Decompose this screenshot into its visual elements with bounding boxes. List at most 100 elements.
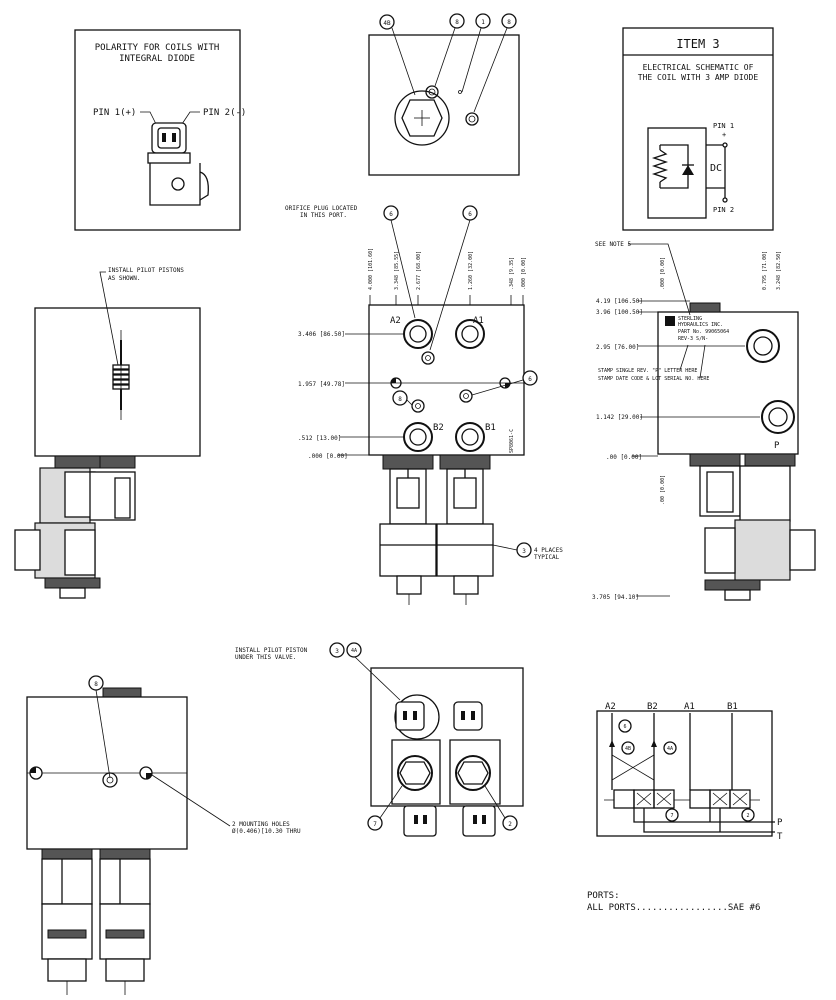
item3-subtitle-1: ELECTRICAL SCHEMATIC OF — [643, 63, 754, 72]
svg-text:STERLING: STERLING — [678, 316, 702, 322]
schem-a1: A1 — [684, 702, 695, 712]
orifice-note-2: IN THIS PORT. — [300, 212, 347, 219]
coil-symbol-frame — [647, 127, 707, 219]
svg-text:4A: 4A — [667, 746, 673, 752]
callout-4b-top — [379, 14, 395, 30]
port-label-a2: A2 — [390, 316, 401, 326]
see-note-5: SEE NOTE 5 — [595, 241, 632, 248]
port-label-a1: A1 — [473, 316, 484, 326]
four-places-2: TYPICAL — [534, 554, 560, 561]
item3-plus: + — [722, 131, 726, 139]
svg-text:3: 3 — [335, 648, 339, 655]
pilot-view-body — [370, 667, 524, 807]
svg-text:6: 6 — [528, 376, 532, 383]
top-plug-small — [425, 85, 439, 99]
svg-text:4B: 4B — [383, 20, 391, 27]
bottom-view: 8 2 MOUNTING HOLES Ø(0.406)[10.30 THRU — [26, 675, 301, 995]
svg-text:1: 1 — [481, 19, 485, 26]
svg-text:.000 [0.00]: .000 [0.00] — [660, 257, 666, 290]
ports-note-2: ALL PORTS.................SAE #6 — [587, 903, 760, 913]
left-view-body — [34, 307, 201, 457]
port-p-label: P — [774, 441, 780, 451]
item3-subtitle-2: THE COIL WITH 3 AMP DIODE — [638, 73, 759, 82]
pin1-leader — [140, 111, 157, 125]
svg-text:8: 8 — [398, 396, 402, 403]
hydraulic-schematic: A2 B2 A1 B1 6 4B 4A 7 2 P T — [596, 702, 783, 842]
valve-cartridges — [379, 454, 494, 605]
svg-text:3.248 [82.50]: 3.248 [82.50] — [776, 251, 782, 290]
connector-left — [395, 701, 425, 731]
port-b2 — [403, 422, 433, 452]
orifice-note-1: ORIFICE PLUG LOCATED — [285, 205, 358, 212]
schem-b2: B2 — [647, 702, 658, 712]
svg-text:1.260 [32.00]: 1.260 [32.00] — [468, 251, 474, 290]
port-b1 — [455, 422, 485, 452]
right-side-view: SEE NOTE 5 .000 [0.00] 0.795 [71.00] 3.2… — [592, 241, 816, 601]
svg-text:8: 8 — [507, 19, 511, 26]
coil-resistor-icon — [651, 149, 669, 183]
ports-note: PORTS: ALL PORTS.................SAE #6 — [587, 891, 760, 913]
callout-8-top — [449, 13, 465, 29]
front-view: ORIFICE PLUG LOCATED IN THIS PORT. 6 6 4… — [285, 205, 563, 605]
pilot-port-left — [397, 755, 433, 791]
ports-note-1: PORTS: — [587, 891, 620, 901]
svg-text:8: 8 — [94, 681, 98, 688]
side-port-upper — [746, 329, 780, 363]
left-side-view: INSTALL PILOT PISTONS AS SHOWN. — [14, 267, 201, 599]
pilot-piston-icon — [112, 340, 130, 410]
svg-text:.512 [13.00]: .512 [13.00] — [298, 435, 341, 442]
schem-b1: B1 — [727, 702, 738, 712]
svg-text:2.95 [76.00]: 2.95 [76.00] — [596, 344, 639, 351]
callout-8-front — [392, 390, 408, 406]
schem-callout-4a — [663, 741, 677, 755]
svg-text:0.795 [71.00]: 0.795 [71.00] — [762, 251, 768, 290]
svg-text:.00 [0.00]: .00 [0.00] — [606, 454, 642, 461]
item3-title: ITEM 3 — [676, 37, 719, 51]
callout-4a-bottom — [346, 642, 362, 658]
svg-text:.00 [0.00]: .00 [0.00] — [660, 475, 666, 505]
schem-callout-6 — [618, 719, 632, 733]
item3-schematic: ITEM 3 ELECTRICAL SCHEMATIC OF THE COIL … — [622, 27, 774, 231]
callout-3-bottom — [329, 642, 345, 658]
svg-text:3.96 [100.50]: 3.96 [100.50] — [596, 309, 643, 316]
svg-text:2.677 [68.00]: 2.677 [68.00] — [416, 251, 422, 290]
svg-text:3: 3 — [522, 548, 526, 555]
install-pilots-2: AS SHOWN. — [108, 275, 141, 282]
callout-2-bottom — [502, 815, 518, 831]
schem-p: P — [777, 818, 783, 828]
item3-pin1: PIN 1 — [713, 122, 734, 130]
svg-text:HYDRAULICS INC.: HYDRAULICS INC. — [678, 322, 723, 328]
stamp-rev-note: STAMP SINGLE REV. "P" LETTER HERE — [598, 368, 697, 374]
svg-text:3.348 [85.55]: 3.348 [85.55] — [394, 251, 400, 290]
install-piston-1: INSTALL PILOT PISTON — [235, 647, 308, 654]
top-plug-right — [465, 112, 479, 126]
nameplate: STERLING HYDRAULICS INC. PART No. 990650… — [665, 316, 729, 342]
schem-callout-7 — [665, 808, 679, 822]
top-view-body — [368, 34, 520, 176]
mounting-holes-2: Ø(0.406)[10.30 THRU — [232, 828, 301, 835]
pilot-valve-view: INSTALL PILOT PISTON UNDER THIS VALVE. 3… — [235, 642, 524, 837]
svg-text:4A: 4A — [351, 648, 357, 654]
diode-icon — [682, 165, 694, 175]
pilot-port-right — [455, 755, 491, 791]
svg-text:PART No. 99065064: PART No. 99065064 — [678, 329, 729, 335]
stamp-date-note: STAMP DATE CODE & LOT SERIAL NO. HERE — [598, 376, 709, 382]
port-label-b1: B1 — [485, 423, 496, 433]
svg-text:7: 7 — [373, 821, 377, 828]
callout-1-top — [475, 13, 491, 29]
item3-pin2: PIN 2 — [713, 206, 734, 214]
svg-text:REV-3 S/N-: REV-3 S/N- — [678, 336, 708, 342]
brand-logo-icon — [665, 316, 675, 326]
svg-text:3.406 [86.50]: 3.406 [86.50] — [298, 331, 345, 338]
port-a2 — [403, 319, 433, 349]
polarity-title-1: POLARITY FOR COILS WITH — [95, 43, 220, 53]
svg-text:4.19 [106.50]: 4.19 [106.50] — [596, 298, 643, 305]
svg-text:4.000 [101.60]: 4.000 [101.60] — [368, 248, 374, 290]
mount-hole-icon — [171, 177, 185, 191]
item3-frame — [622, 27, 774, 231]
mounting-holes-1: 2 MOUNTING HOLES — [232, 821, 290, 828]
svg-text:6: 6 — [389, 211, 393, 218]
svg-text:.348 [9.35]: .348 [9.35] — [509, 257, 515, 290]
callout-7-bottom — [367, 815, 383, 831]
